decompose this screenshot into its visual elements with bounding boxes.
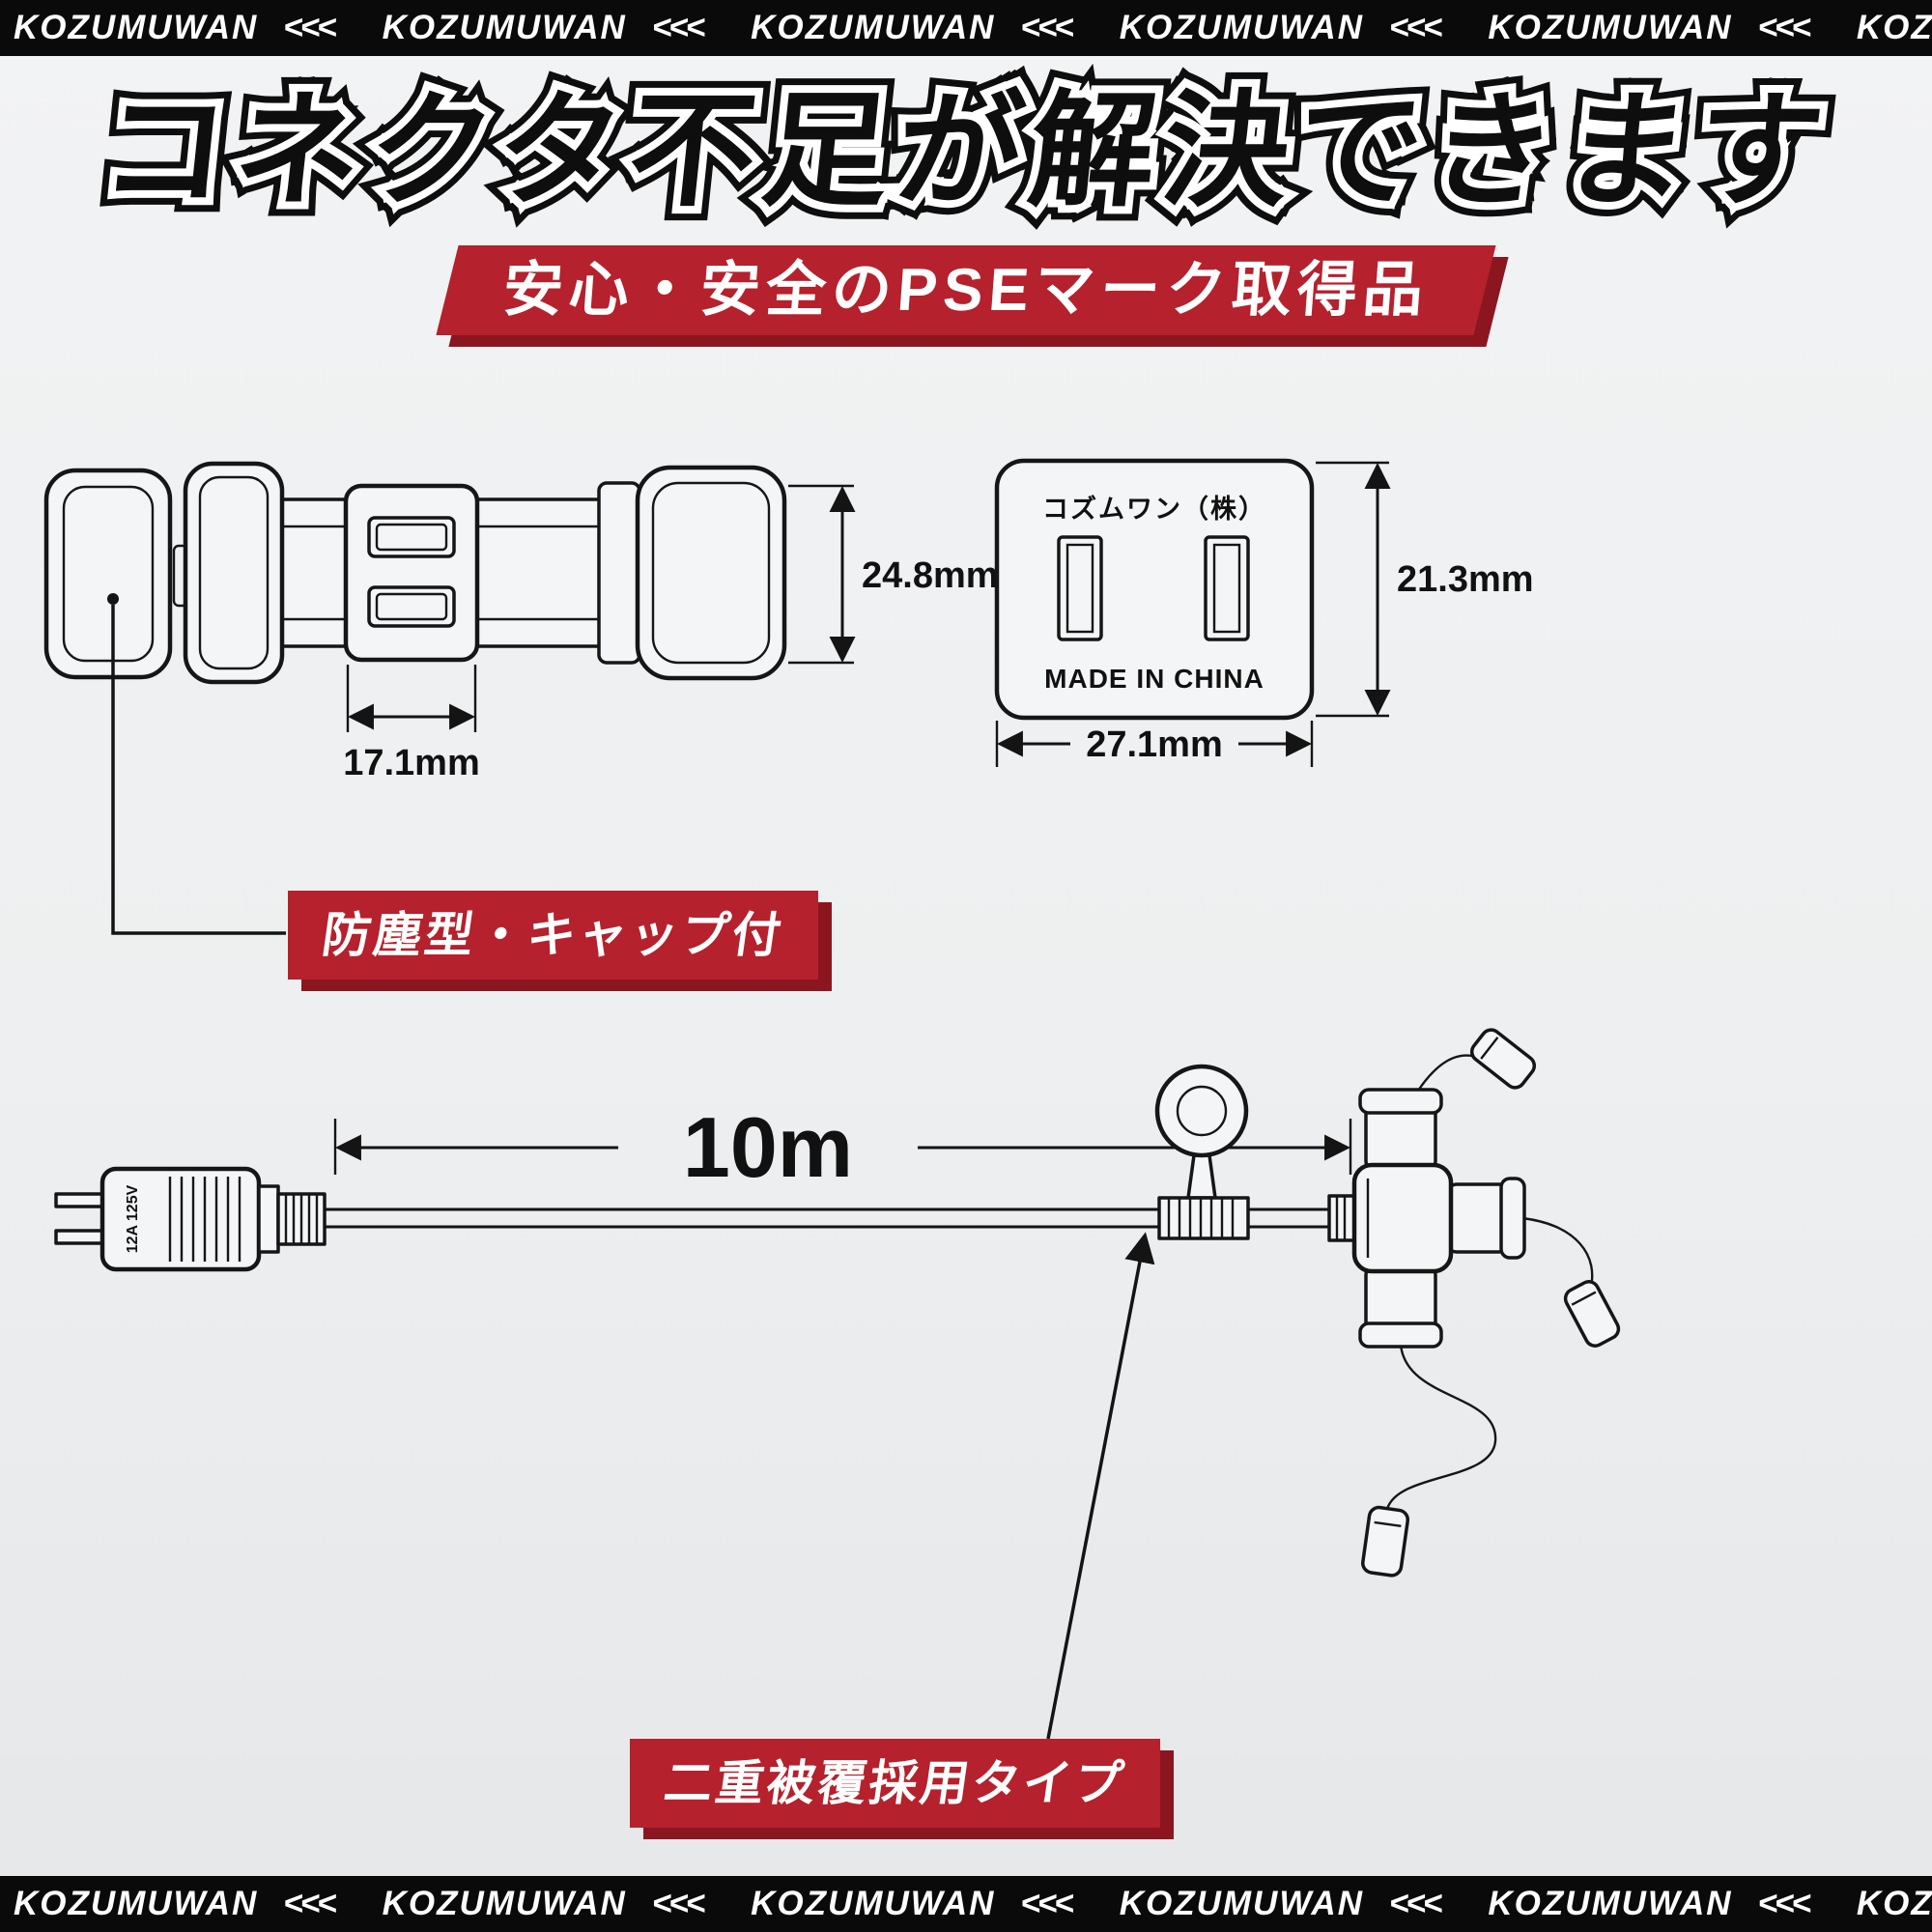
socket-height-label: 21.3mm: [1397, 559, 1534, 600]
banner-item: KOZUMUWAN <<<: [382, 1885, 706, 1923]
protective-cap: [1361, 1505, 1410, 1577]
extension-cord-drawing: 10m 12A 125V: [54, 1028, 1621, 1740]
hanging-ring: [1154, 1064, 1250, 1240]
chevrons-icon: <<<: [651, 9, 705, 46]
cord-length-label: 10m: [683, 1099, 853, 1195]
left-cap: [43, 468, 173, 680]
dimension-cord-length: 10m: [333, 1099, 1352, 1195]
dimension-plug-width: 17.1mm: [343, 665, 480, 783]
socket-brand-label: コズムワン（株）: [1042, 494, 1266, 524]
banner-item: KOZUMUWAN<<<: [1857, 9, 1932, 47]
dimension-socket-width: 27.1mm: [995, 721, 1314, 767]
brand-logo-text: KOZUMUWAN: [1488, 9, 1733, 46]
cord-plug: 12A 125V: [54, 1166, 327, 1272]
protective-cap: [1469, 1028, 1537, 1090]
brand-logo-text: KOZUMUWAN: [1119, 1885, 1364, 1922]
leader-line-double-insulated: [1046, 1232, 1155, 1740]
connector-top-view-drawing: 24.8mm 17.1mm: [43, 461, 999, 935]
protective-cap: [1563, 1280, 1621, 1348]
cord-cable: [325, 1208, 1333, 1229]
banner-item: KOZUMUWAN <<<: [751, 1885, 1074, 1923]
banner-item: KOZUMUWAN <<<: [1488, 1885, 1811, 1923]
splitter-body: [1327, 1028, 1621, 1577]
brand-banner-bottom: KOZUMUWAN <<< KOZUMUWAN <<< KOZUMUWAN <<< K…: [0, 1876, 1932, 1932]
leader-dot: [107, 593, 119, 605]
brand-logo-text: KOZUMUWAN: [751, 9, 996, 46]
chevrons-icon: <<<: [283, 9, 336, 46]
banner-item: KOZUMUWAN <<<: [14, 9, 337, 47]
brand-logo-text: KOZUMUWAN: [382, 1885, 627, 1922]
brand-logo-text: KOZUMUWAN: [1856, 9, 1932, 46]
banner-item: KOZUMUWAN<<<: [1857, 1885, 1932, 1923]
right-cap: [635, 465, 787, 681]
brand-logo-text: KOZUMUWAN: [1856, 1885, 1932, 1922]
second-cap: [183, 461, 285, 685]
callout-dustproof-label: 防塵型・キャップ付: [319, 908, 787, 962]
chevrons-icon: <<<: [1388, 9, 1442, 46]
brand-logo-text: KOZUMUWAN: [1119, 9, 1364, 46]
dimension-socket-height: 21.3mm: [1316, 461, 1534, 718]
chevrons-icon: <<<: [1757, 1885, 1811, 1922]
callout-dustproof: 防塵型・キャップ付: [288, 891, 818, 980]
dimension-plug-height: 24.8mm: [788, 484, 999, 665]
brand-banner-top: KOZUMUWAN <<< KOZUMUWAN <<< KOZUMUWAN <<< K…: [0, 0, 1932, 56]
made-in-label: MADE IN CHINA: [1044, 664, 1264, 694]
banner-item: KOZUMUWAN <<<: [1119, 1885, 1443, 1923]
callout-double-insulated-label: 二重被覆採用タイプ: [661, 1756, 1129, 1810]
chevrons-icon: <<<: [1020, 9, 1073, 46]
brand-logo-text: KOZUMUWAN: [14, 1885, 259, 1922]
banner-item: KOZUMUWAN <<<: [751, 9, 1074, 47]
chevrons-icon: <<<: [651, 1885, 705, 1922]
plug-width-label: 17.1mm: [343, 743, 480, 783]
pse-ribbon-label: 安心・安全のPSEマーク取得品: [500, 257, 1432, 324]
chevrons-icon: <<<: [283, 1885, 336, 1922]
banner-item: KOZUMUWAN <<<: [382, 9, 706, 47]
plug-height-label: 24.8mm: [862, 555, 999, 596]
callout-double-insulated: 二重被覆採用タイプ: [630, 1739, 1160, 1828]
page-title: コネクタ不足が解決できます: [95, 80, 1837, 222]
headline-wrap: コネクタ不足が解決できます: [0, 80, 1932, 222]
chevrons-icon: <<<: [1020, 1885, 1073, 1922]
pse-ribbon: 安心・安全のPSEマーク取得品: [436, 245, 1496, 336]
brand-logo-text: KOZUMUWAN: [14, 9, 259, 46]
brand-logo-text: KOZUMUWAN: [1488, 1885, 1733, 1922]
chevrons-icon: <<<: [1757, 9, 1811, 46]
socket-face-drawing: コズムワン（株） MADE IN CHINA 21.3mm 27.1mm: [994, 458, 1534, 767]
plug-block: [343, 483, 480, 663]
plug-rating-label: 12A 125V: [125, 1184, 141, 1253]
brand-logo-text: KOZUMUWAN: [751, 1885, 996, 1922]
banner-item: KOZUMUWAN <<<: [1488, 9, 1811, 47]
leader-line-dustproof: [111, 605, 286, 935]
chevrons-icon: <<<: [1388, 1885, 1442, 1922]
brand-logo-text: KOZUMUWAN: [382, 9, 627, 46]
banner-item: KOZUMUWAN <<<: [1119, 9, 1443, 47]
banner-item: KOZUMUWAN <<<: [14, 1885, 337, 1923]
socket-width-label: 27.1mm: [1086, 724, 1223, 765]
